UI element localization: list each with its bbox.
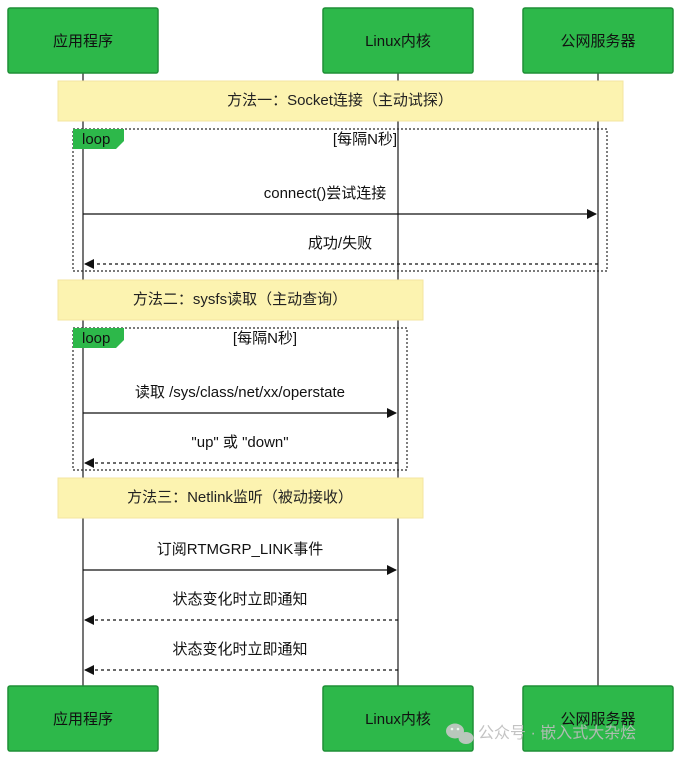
message-operstate: "up" 或 "down" [84,434,398,468]
actor-label: 应用程序 [53,710,113,728]
loop-condition: [每隔N秒] [333,131,397,148]
watermark: 公众号 · 嵌入式大杂烩 [446,723,636,744]
message-notify-2: 状态变化时立即通知 [84,641,398,675]
message-label: 成功/失败 [308,235,372,252]
loop-tag-label: loop [82,131,110,148]
note-label: 方法三：Netlink监听（被动接收） [127,489,353,506]
loop-tag-label: loop [82,330,110,347]
note-label: 方法二：sysfs读取（主动查询） [133,291,347,308]
actor-server-bottom: 公网服务器 [522,685,674,752]
watermark-text: 公众号 · 嵌入式大杂烩 [478,724,636,742]
actor-label: Linux内核 [365,33,431,50]
message-label: 状态变化时立即通知 [172,641,307,658]
note-method-1: 方法一：Socket连接（主动试探） [57,80,624,122]
message-notify-1: 状态变化时立即通知 [84,591,398,625]
loop-condition: [每隔N秒] [233,330,297,347]
loop-tag [73,328,124,348]
message-label: connect()尝试连接 [264,185,387,202]
message-subscribe: 订阅RTMGRP_LINK事件 [83,541,397,575]
actor-label: 应用程序 [53,32,113,50]
actor-kernel-top: Linux内核 [322,7,474,74]
message-read-sysfs: 读取 /sys/class/net/xx/operstate [83,384,397,418]
actor-label: 公网服务器 [560,33,635,50]
note-method-2: 方法二：sysfs读取（主动查询） [57,279,424,321]
actor-kernel-bottom: Linux内核 [322,685,474,752]
actor-server-top: 公网服务器 [522,7,674,74]
message-label: 订阅RTMGRP_LINK事件 [157,541,323,558]
actor-label: Linux内核 [365,711,431,728]
note-label: 方法一：Socket连接（主动试探） [227,92,453,109]
message-result: 成功/失败 [84,235,598,269]
message-label: 状态变化时立即通知 [172,591,307,608]
message-label: 读取 /sys/class/net/xx/operstate [135,384,345,401]
message-connect: connect()尝试连接 [83,185,597,219]
wechat-icon [446,723,474,744]
loop-frame-2: loop [每隔N秒] [72,327,408,471]
actor-app-top: 应用程序 [7,7,159,74]
actor-label: 公网服务器 [560,711,635,728]
note-method-3: 方法三：Netlink监听（被动接收） [57,477,424,519]
loop-frame-1: loop [每隔N秒] [72,128,608,272]
loop-tag [73,129,124,149]
message-label: "up" 或 "down" [191,434,288,451]
actor-app-bottom: 应用程序 [7,685,159,752]
